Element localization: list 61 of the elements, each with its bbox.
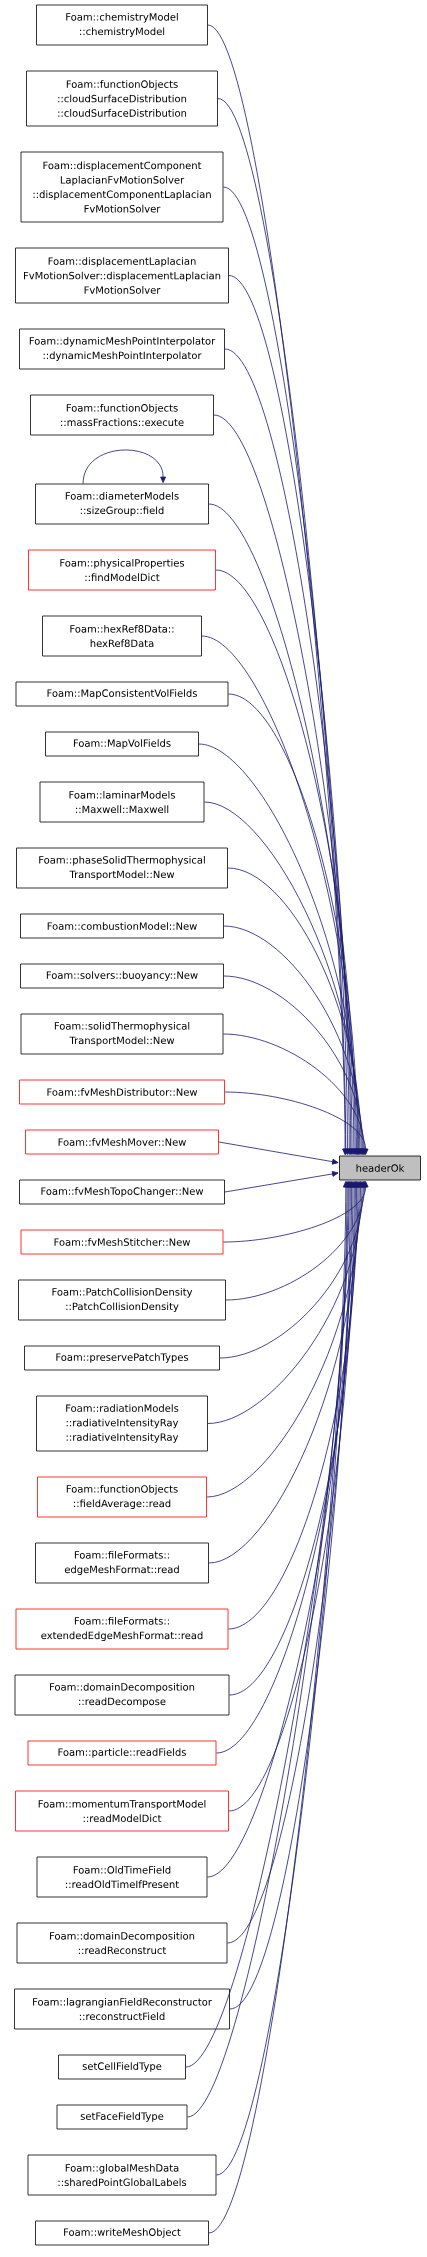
arrow [228, 1181, 358, 1812]
arrow [223, 975, 367, 1155]
arrow [201, 635, 360, 1155]
function-box: Foam::solvers::buoyancy::New [20, 963, 224, 989]
function-box: headerOk [339, 1155, 421, 1181]
arrow [207, 1181, 365, 1424]
function-box: Foam::MapVolFields [45, 731, 199, 757]
arrow [204, 801, 363, 1155]
arrow [224, 1171, 339, 1193]
arrow [225, 1181, 368, 1301]
function-box: Foam::diameterModels ::sizeGroup::field [35, 483, 209, 525]
function-box: Foam::solidThermophysical TransportModel::New [20, 1013, 224, 1055]
arrow [227, 867, 364, 1155]
arrow [198, 743, 362, 1155]
arrow [208, 1181, 363, 1564]
arrow [223, 925, 366, 1155]
arrow [215, 569, 359, 1155]
function-box: Foam::chemistryModel ::chemistryModel [36, 4, 208, 46]
function-box: Foam::phaseSolidThermophysical TransportModel::New [16, 847, 228, 889]
arrow [218, 1141, 339, 1165]
function-box: Foam::functionObjects ::massFractions::execute [30, 394, 214, 436]
arrow [223, 1181, 369, 1243]
arrow [223, 1033, 368, 1155]
function-box: Foam::functionObjects ::fieldAverage::read [37, 1476, 207, 1518]
function-box: setFaceFieldType [56, 2104, 188, 2130]
function-box: Foam::fvMeshMover::New [25, 1129, 219, 1155]
function-box: Foam::OldTimeField ::readOldTimeIfPresent [36, 1856, 208, 1898]
function-box: Foam::fileFormats:: edgeMeshFormat::read [35, 1542, 209, 1584]
function-box: Foam::radiationModels ::radiativeIntensityRay ::radiativeIntensityRay [36, 1395, 208, 1452]
function-box: Foam::hexRef8Data:: hexRef8Data [42, 615, 202, 657]
function-box: Foam::MapConsistentVolFields [15, 681, 229, 707]
function-box: setCellFieldType [58, 2054, 186, 2080]
function-box: Foam::PatchCollisionDensity ::PatchCollisionDensity [18, 1279, 226, 1321]
function-box: Foam::fvMeshStitcher::New [20, 1229, 224, 1255]
function-box: Foam::functionObjects ::cloudSurfaceDistribution ::cloudSurfaceDistribution [26, 70, 218, 127]
function-box: Foam::domainDecomposition ::readReconstruct [16, 1922, 228, 1964]
function-box: Foam::dynamicMeshPointInterpolator ::dynamicMeshPointInterpolator [19, 328, 225, 370]
function-box: Foam::fileFormats:: extendedEdgeMeshFormat::read [15, 1608, 229, 1650]
function-box: Foam::physicalProperties ::findModelDict [28, 549, 216, 591]
arrow [206, 1181, 364, 1498]
function-box: Foam::momentumTransportModel ::readModelDict [15, 1790, 229, 1832]
function-box: Foam::displacementLaplacian FvMotionSolver::displacementLaplacian FvMotionSolver [15, 247, 229, 304]
function-box: Foam::laminarModels ::Maxwell::Maxwell [39, 781, 205, 823]
arrow [82, 449, 166, 484]
function-box: Foam::writeMeshObject [35, 2220, 209, 2246]
function-box: Foam::fvMeshDistributor::New [19, 1079, 225, 1105]
arrow [207, 1181, 356, 1878]
function-box: Foam::domainDecomposition ::readDecompose [14, 1674, 230, 1716]
arrow [228, 693, 361, 1155]
function-box: Foam::preservePatchTypes [24, 1345, 220, 1371]
function-box: Foam::fvMeshTopoChanger::New [19, 1179, 225, 1205]
function-box: Foam::combustionModel::New [20, 913, 224, 939]
function-box: Foam::lagrangianFieldReconstructor ::reconstructField [14, 1988, 230, 2030]
arrow [213, 414, 355, 1155]
function-box: Foam::displacementComponent LaplacianFvMotionSolver ::displacementComponentLaplacian FvMotionSolver [20, 151, 224, 223]
arrow [216, 1181, 359, 1754]
arrow [208, 503, 357, 1155]
arrow [219, 1181, 367, 1359]
arrow [224, 1091, 369, 1155]
function-box: Foam::particle::readFields [27, 1740, 217, 1766]
function-box: Foam::globalMeshData ::sharedPointGlobalLabels [27, 2154, 217, 2196]
